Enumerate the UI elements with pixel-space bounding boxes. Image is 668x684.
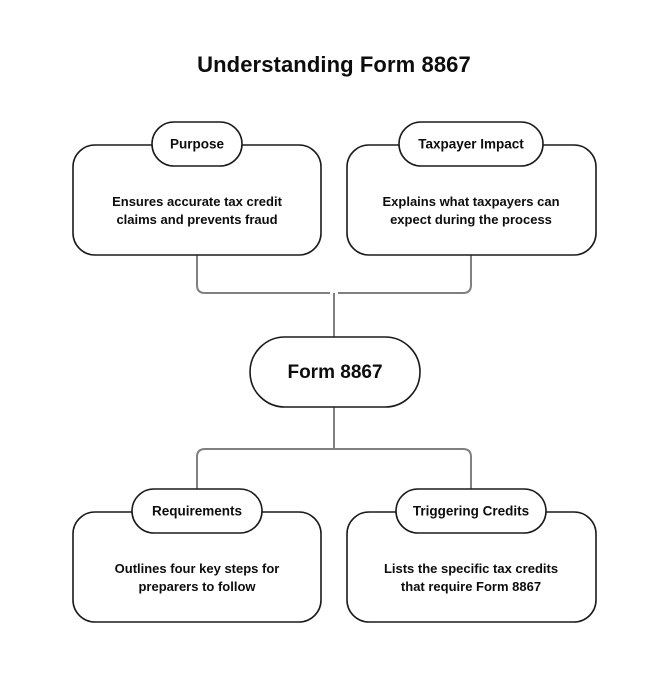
node-triggering-credits-body-line-1: Lists the specific tax credits [384, 561, 558, 576]
node-taxpayer-impact-body-line-1: Explains what taxpayers can [382, 194, 559, 209]
node-requirements-body-line-1: Outlines four key steps for [115, 561, 280, 576]
page-title: Understanding Form 8867 [197, 52, 471, 77]
node-taxpayer-impact-header-pill[interactable] [398, 121, 544, 167]
connector-group-top [196, 254, 472, 340]
node-triggering-credits-header-pill[interactable] [395, 488, 547, 534]
node-purpose-body-line-2: claims and prevents fraud [116, 212, 277, 227]
node-taxpayer-impact-body-line-2: expect during the process [390, 212, 552, 227]
node-requirements-body-line-2: preparers to follow [138, 579, 256, 594]
node-requirements-header-label: Requirements [152, 504, 242, 519]
node-triggering-credits[interactable]: Triggering Credits Lists the specific ta… [346, 488, 597, 623]
node-triggering-credits-body-line-2: that require Form 8867 [401, 579, 541, 594]
connector-bus-to-requirements [196, 448, 334, 493]
node-requirements[interactable]: Requirements Outlines four key steps for… [72, 488, 322, 623]
node-purpose-header-label: Purpose [170, 137, 225, 152]
connector-taxpayer-impact-to-bus [338, 254, 472, 294]
connector-bus-to-triggering-credits [334, 448, 472, 493]
node-center-shape[interactable] [249, 336, 421, 408]
node-triggering-credits-header-label: Triggering Credits [413, 504, 529, 519]
node-requirements-header-pill[interactable] [131, 488, 263, 534]
node-taxpayer-impact-header-label: Taxpayer Impact [418, 137, 524, 152]
node-taxpayer-impact[interactable]: Taxpayer Impact Explains what taxpayers … [346, 121, 597, 256]
node-center-label: Form 8867 [287, 362, 382, 383]
node-purpose-header-pill[interactable] [151, 121, 243, 167]
connector-purpose-to-bus [196, 254, 330, 294]
connector-group-bottom [196, 404, 472, 493]
node-purpose[interactable]: Purpose Ensures accurate tax credit clai… [72, 121, 322, 256]
node-purpose-body-line-1: Ensures accurate tax credit [112, 194, 282, 209]
node-center-form-8867[interactable]: Form 8867 [249, 336, 421, 408]
